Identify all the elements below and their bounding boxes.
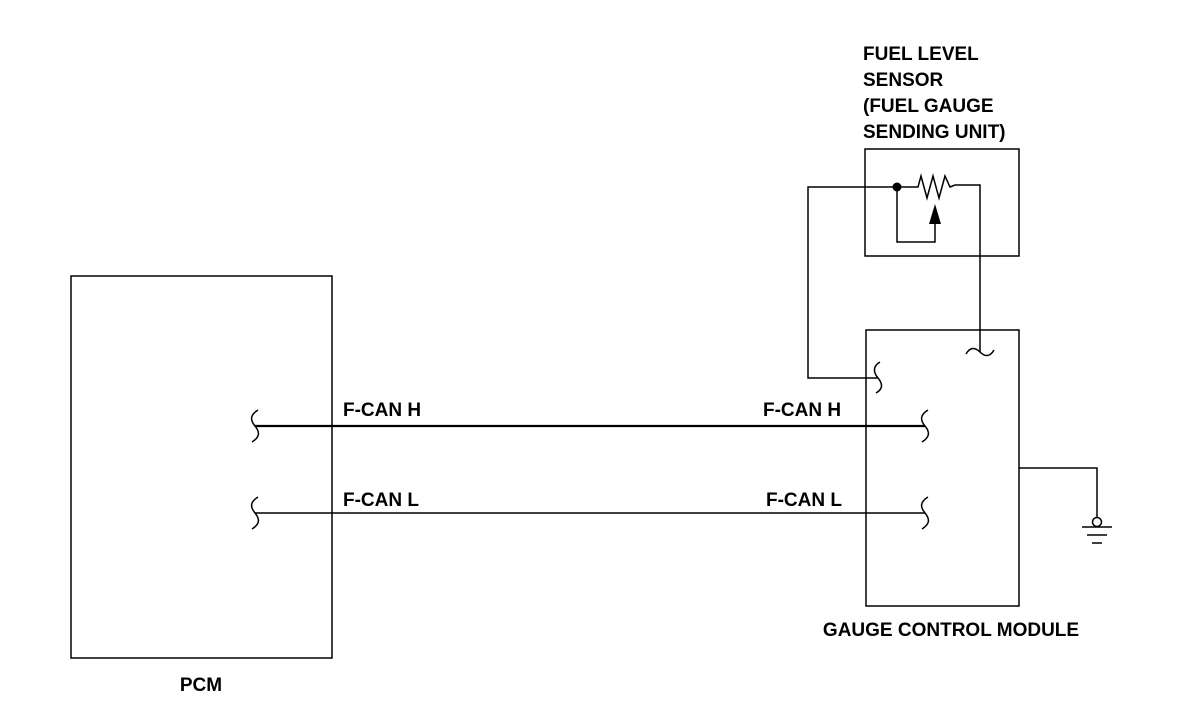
- wiper-loop: [896, 187, 936, 243]
- gcm-can-l-connector-terminal-icon: [920, 496, 930, 530]
- pcm-can-h-connector-terminal-icon: [250, 409, 260, 443]
- ground-wire: [1019, 467, 1098, 517]
- fuel-level-sensor-label-line-2: SENSOR: [863, 70, 944, 91]
- pcm-label: PCM: [180, 675, 222, 696]
- f-can-h-label-pcm-side: F-CAN H: [343, 400, 421, 421]
- wiper-arrow: [929, 204, 941, 224]
- variable-resistor-icon: [892, 173, 956, 243]
- gauge-control-module-label: GAUGE CONTROL MODULE: [823, 620, 1079, 641]
- gcm-can-h-connector-terminal-icon: [920, 409, 930, 443]
- ground-icon: [1082, 516, 1112, 544]
- ground-terminal: [1091, 516, 1103, 528]
- gauge-control-module-box: [865, 329, 1020, 607]
- f-can-l-label-pcm-side: F-CAN L: [343, 490, 419, 511]
- fuel-level-sensor-label-line-4: SENDING UNIT): [863, 122, 1006, 143]
- fuel-level-sensor-label-line-3: (FUEL GAUGE: [863, 96, 994, 117]
- pcm-can-l-connector-terminal-icon: [250, 496, 260, 530]
- gcm-sensor-signal-connector-terminal-icon: [873, 361, 883, 394]
- fuel-level-sensor-label-line-1: FUEL LEVEL: [863, 44, 979, 65]
- fuel-level-sensor-label: FUEL LEVEL SENSOR (FUEL GAUGE SENDING UN…: [863, 44, 1006, 143]
- f-can-h-label-gcm-side: F-CAN H: [763, 400, 841, 421]
- sensor-signal-wire: [807, 186, 897, 379]
- fuel-level-sensor-box: [864, 148, 1020, 257]
- f-can-l-label-gcm-side: F-CAN L: [766, 490, 842, 511]
- pcm-box: [70, 275, 333, 659]
- sensor-return-wire: [955, 184, 981, 352]
- gcm-sensor-return-connector-terminal-icon: [965, 347, 995, 357]
- resistor-zigzag: [897, 173, 956, 201]
